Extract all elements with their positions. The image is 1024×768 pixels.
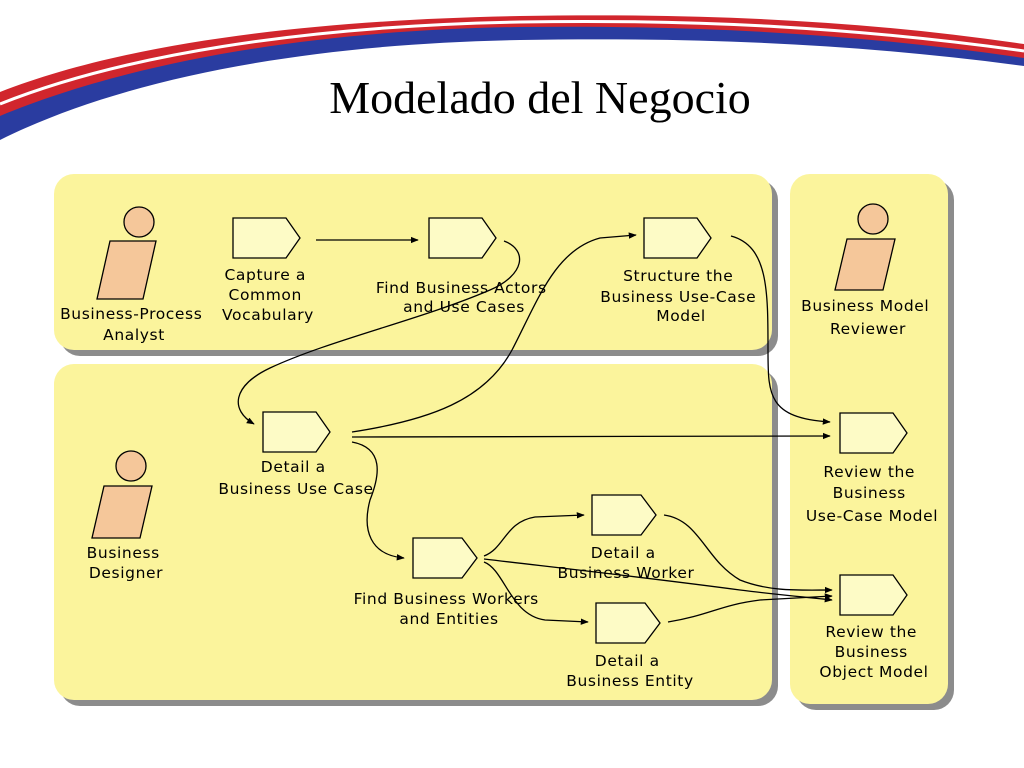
- header-white-stripe: [0, 19, 1024, 106]
- swimlanes: [54, 174, 954, 710]
- label-find-workers: Find Business Workers and Entities: [354, 590, 545, 628]
- activity-capture-icon: [232, 217, 301, 259]
- label-detail-worker: Detail a Business Worker: [558, 544, 695, 582]
- activity-structure-icon: [643, 217, 712, 259]
- worker-analyst-icon: [96, 206, 157, 300]
- arrow-find-workers-to-detail-entity: [483, 561, 589, 625]
- label-review-object: Review the Business Object Model: [819, 623, 928, 681]
- label-analyst: Business-Process Analyst: [60, 305, 208, 344]
- header-decoration: [0, 15, 1024, 140]
- header-blue-band: [0, 26, 1024, 140]
- activity-detail-worker-icon: [591, 494, 657, 536]
- label-structure: Structure the Business Use-Case Model: [600, 267, 762, 325]
- activity-review-object-icon: [839, 574, 908, 616]
- page-title: Modelado del Negocio: [329, 72, 751, 123]
- arrow-find-actors-to-detail-use-case: [237, 240, 521, 425]
- arrow-detail-to-review-use-case: [351, 432, 831, 440]
- lane-designer: [54, 364, 772, 700]
- activity-detail-use-case-icon: [262, 411, 331, 453]
- arrow-detail-entity-to-review-object: [667, 593, 833, 623]
- arrow-detail-to-structure: [351, 232, 637, 433]
- label-detail-use-case: Detail a Business Use Case: [218, 458, 373, 498]
- arrow-detail-to-find-workers: [351, 441, 405, 561]
- arrow-find-workers-to-review-object: [483, 558, 833, 603]
- worker-reviewer-icon: [834, 203, 896, 291]
- arrow-detail-worker-to-review-object: [663, 514, 833, 594]
- activity-review-use-case-icon: [839, 412, 908, 454]
- arrow-find-workers-to-detail-worker: [483, 512, 585, 557]
- label-detail-entity: Detail a Business Entity: [566, 652, 694, 690]
- flow-arrows: [237, 232, 833, 625]
- label-designer: Business Designer: [87, 544, 166, 582]
- arrow-structure-to-review-use-case: [730, 235, 831, 425]
- activity-find-workers-icon: [412, 537, 478, 579]
- label-reviewer: Business Model Reviewer: [801, 297, 935, 338]
- label-capture: Capture a Common Vocabulary: [222, 266, 314, 324]
- label-review-use-case: Review the Business Use-Case Model: [806, 463, 938, 525]
- activity-find-actors-icon: [428, 217, 497, 259]
- label-find-actors: Find Business Actors and Use Cases: [376, 279, 552, 316]
- activity-detail-entity-icon: [595, 602, 661, 644]
- worker-designer-icon: [91, 450, 153, 539]
